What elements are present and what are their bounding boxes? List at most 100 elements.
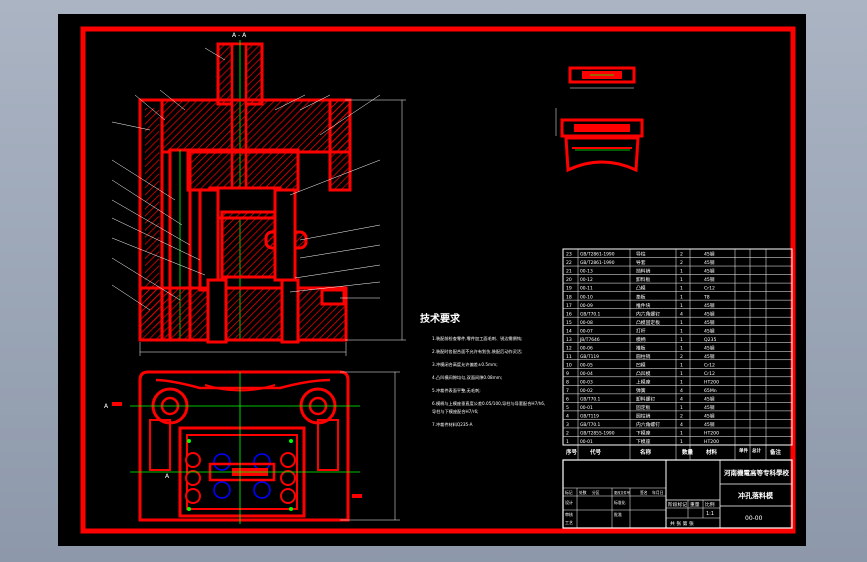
bom-cell-no: 14 bbox=[566, 328, 572, 334]
tech-note: 5.冲裁件表面平整,无毛刺; bbox=[432, 387, 481, 394]
bom-cell-code: 00-09 bbox=[580, 303, 593, 309]
bom-cell-code: 00-10 bbox=[580, 294, 593, 300]
rev-label: 年月日 bbox=[652, 490, 664, 495]
bom-cell-name: 打杆 bbox=[636, 327, 646, 334]
bom-cell-name: 推板 bbox=[636, 344, 646, 351]
bom-cell-code: 00-12 bbox=[580, 277, 593, 283]
bom-cell-no: 9 bbox=[566, 371, 569, 377]
bom-cell-no: 8 bbox=[566, 379, 569, 385]
bom-cell-name: 凸凹模 bbox=[636, 370, 651, 377]
bom-cell-qty: 4 bbox=[680, 311, 683, 317]
bom-cell-no: 7 bbox=[566, 388, 569, 394]
bom-cell-qty: 1 bbox=[680, 337, 683, 343]
bom-cell-name: 内六角螺钉 bbox=[636, 421, 660, 428]
bom-header-cell: 名称 bbox=[640, 448, 652, 456]
bom-cell-material: 45钢 bbox=[704, 276, 715, 283]
bom-cell-qty: 2 bbox=[680, 252, 683, 258]
tech-note: 1.装配前检查零件,零件加工面毛刺、锐边需倒钝; bbox=[432, 335, 523, 342]
bom-cell-no: 13 bbox=[566, 337, 572, 343]
bom-cell-no: 17 bbox=[566, 303, 572, 309]
bom-cell-name: 下模座 bbox=[636, 438, 651, 445]
bom-cell-code: GB/T2855-1990 bbox=[580, 431, 615, 437]
bom-cell-code: GB/T119 bbox=[580, 414, 599, 420]
bom-header-cell: 单件 bbox=[739, 447, 748, 454]
bom-cell-no: 2 bbox=[566, 431, 569, 437]
sign-label: 批准 bbox=[614, 511, 622, 517]
bom-cell-qty: 4 bbox=[680, 397, 683, 403]
bom-cell-no: 12 bbox=[566, 345, 572, 351]
bom-cell-material: 45钢 bbox=[704, 327, 715, 334]
bom-cell-qty: 1 bbox=[680, 328, 683, 334]
drawing-code: 00-00 bbox=[745, 515, 763, 522]
bom-cell-material: 45钢 bbox=[704, 310, 715, 317]
bom-cell-qty: 1 bbox=[680, 320, 683, 326]
bom-cell-qty: 1 bbox=[680, 303, 683, 309]
bom-cell-qty: 1 bbox=[680, 345, 683, 351]
bom-cell-name: 导套 bbox=[636, 259, 646, 266]
bom-cell-material: 45钢 bbox=[704, 421, 715, 428]
bom-cell-name: 导柱 bbox=[636, 251, 646, 258]
sign-label: 设计 bbox=[565, 499, 573, 505]
bom-cell-name: 圆柱销 bbox=[636, 413, 651, 420]
bom-cell-name: 卸料螺钉 bbox=[636, 396, 655, 403]
bom-cell-qty: 1 bbox=[680, 405, 683, 411]
bom-cell-material: 45钢 bbox=[704, 268, 715, 275]
view-marker-bottom: A bbox=[165, 473, 170, 480]
view-marker-top: A bbox=[104, 403, 109, 410]
bom-cell-material: 45钢 bbox=[704, 302, 715, 309]
school-name: 河南機電高等专科學校 bbox=[724, 468, 790, 477]
bom-cell-qty: 1 bbox=[680, 431, 683, 437]
bom-cell-name: 凹模 bbox=[636, 361, 646, 368]
bom-cell-code: GB/T119 bbox=[580, 354, 599, 360]
bom-cell-no: 20 bbox=[566, 277, 572, 283]
bom-cell-material: 45钢 bbox=[704, 413, 715, 420]
bom-cell-material: HT200 bbox=[704, 379, 719, 385]
tech-note: 3.冲模闭合高度允许偏差±0.5mm; bbox=[432, 361, 498, 368]
bom-cell-no: 5 bbox=[566, 405, 569, 411]
bom-cell-qty: 1 bbox=[680, 379, 683, 385]
bom-cell-material: 45钢 bbox=[704, 319, 715, 326]
rev-label: 分区 bbox=[592, 490, 600, 495]
bom-cell-qty: 2 bbox=[680, 354, 683, 360]
bom-cell-material: 45钢 bbox=[704, 353, 715, 360]
bom-cell-material: HT200 bbox=[704, 439, 719, 445]
scale-value: 1:1 bbox=[706, 511, 714, 517]
bom-cell-no: 18 bbox=[566, 294, 572, 300]
bom-cell-name: 挡料销 bbox=[636, 268, 651, 275]
rev-label: 处数 bbox=[579, 490, 587, 495]
bom-cell-no: 23 bbox=[566, 252, 572, 258]
bom-cell-no: 3 bbox=[566, 422, 569, 428]
bom-cell-material: 45钢 bbox=[704, 404, 715, 411]
rev-label: 标记 bbox=[565, 490, 573, 495]
bom-cell-material: T8 bbox=[703, 294, 710, 300]
bom-cell-code: 00-02 bbox=[580, 388, 593, 394]
bom-cell-code: 00-11 bbox=[580, 286, 593, 292]
bom-header-cell: 材料 bbox=[706, 448, 718, 456]
bom-cell-code: GB/T70.1 bbox=[580, 311, 601, 317]
tech-note: 导柱与下模座配合H7/r6; bbox=[432, 408, 479, 415]
bom-cell-name: 圆柱销 bbox=[636, 353, 651, 360]
bom-cell-name: 凸模 bbox=[636, 285, 646, 292]
bom-cell-material: 65Mn bbox=[704, 388, 717, 394]
scale-label: 比例 bbox=[705, 501, 715, 508]
bom-cell-code: GB/T70.1 bbox=[580, 397, 601, 403]
bom-cell-qty: 1 bbox=[680, 294, 683, 300]
bom-cell-code: 00-05 bbox=[580, 362, 593, 368]
plan-view: A A bbox=[104, 370, 400, 524]
sign-label: 审核 bbox=[565, 511, 573, 517]
bom-cell-code: 00-03 bbox=[580, 379, 593, 385]
bom-header-cell: 序号 bbox=[565, 448, 578, 456]
bom-cell-code: GB/T2861-1990 bbox=[580, 252, 615, 258]
stage-label: 阶段标记 bbox=[668, 501, 687, 508]
rev-label: 签名 bbox=[640, 490, 648, 495]
bom-cell-material: HT200 bbox=[704, 431, 719, 437]
bom-cell-material: Cr12 bbox=[704, 362, 715, 368]
bom-cell-qty: 4 bbox=[680, 388, 683, 394]
drawing-frame-outer bbox=[80, 26, 796, 534]
bom-cell-name: 模柄 bbox=[636, 336, 646, 343]
bom-header: 序号 代号 名称 数量 材料 单件 总计 备注 bbox=[565, 447, 782, 456]
bom-cell-qty: 4 bbox=[680, 422, 683, 428]
bom-cell-qty: 2 bbox=[680, 260, 683, 266]
bom-cell-no: 22 bbox=[566, 260, 572, 266]
bom-cell-name: 内六角螺钉 bbox=[636, 310, 660, 317]
